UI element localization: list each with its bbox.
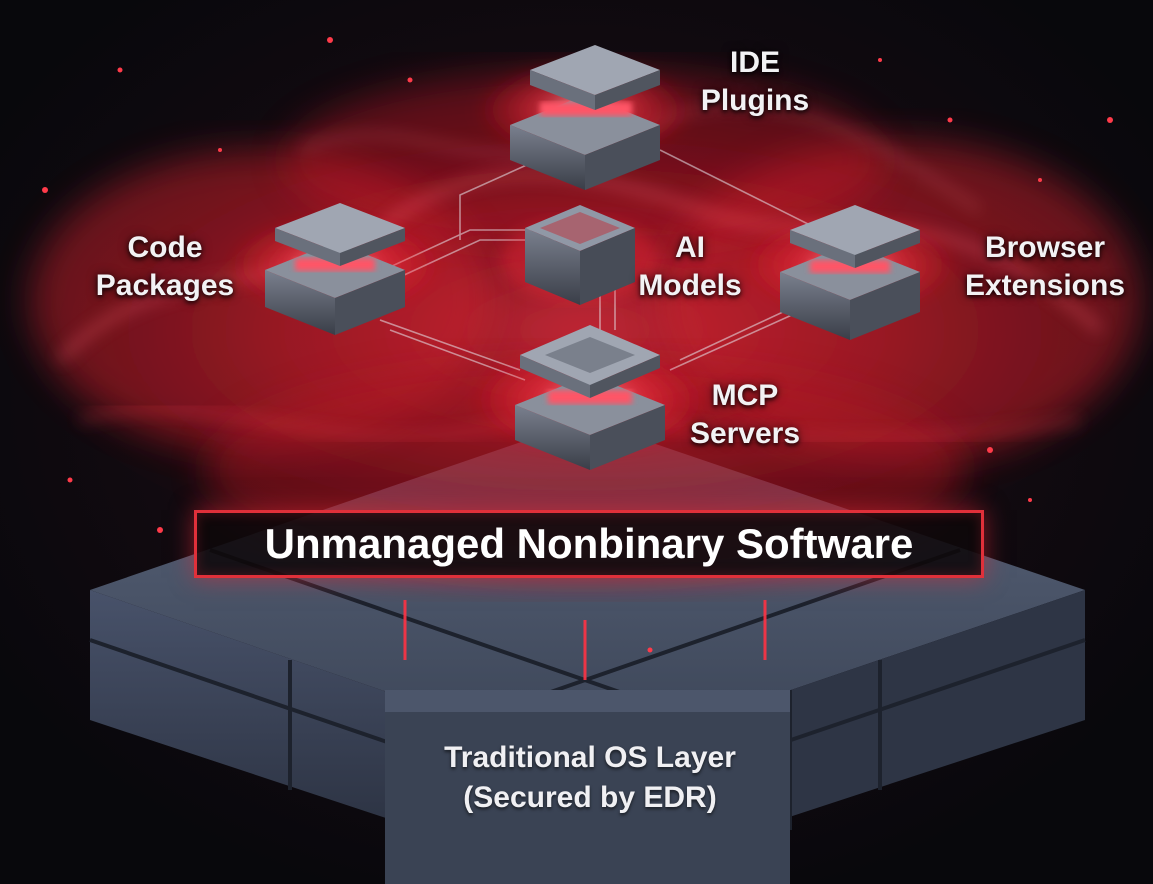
label-ai-models: AI Models — [620, 229, 760, 305]
label-ai-models-line2: Models — [638, 269, 742, 302]
label-ide-plugins: IDE Plugins — [680, 44, 830, 120]
label-ai-models-line1: AI — [675, 231, 705, 264]
label-browser-extensions: Browser Extensions — [940, 229, 1150, 305]
label-mcp-servers-line2: Servers — [689, 417, 801, 450]
unmanaged-software-banner: Unmanaged Nonbinary Software — [194, 510, 984, 578]
label-code-packages-line1: Code — [127, 231, 203, 264]
label-mcp-servers: MCP Servers — [670, 377, 820, 453]
label-ide-plugins-line1: IDE — [729, 46, 780, 79]
code-packages-module — [225, 203, 445, 335]
os-layer-label: Traditional OS Layer (Secured by EDR) — [380, 738, 800, 818]
label-mcp-servers-line1: MCP — [711, 379, 779, 412]
os-layer-label-line2: (Secured by EDR) — [463, 781, 717, 814]
ide-plugins-module — [475, 45, 695, 190]
os-layer-label-line1: Traditional OS Layer — [444, 741, 736, 774]
browser-extensions-module — [740, 205, 960, 340]
label-code-packages: Code Packages — [70, 229, 260, 305]
label-ide-plugins-line2: Plugins — [700, 84, 810, 117]
label-browser-extensions-line2: Extensions — [964, 269, 1126, 302]
label-code-packages-line2: Packages — [95, 269, 235, 302]
particles — [42, 37, 1113, 653]
mcp-servers-module — [470, 325, 710, 470]
label-browser-extensions-line1: Browser — [984, 231, 1106, 264]
ai-models-module — [500, 205, 660, 305]
